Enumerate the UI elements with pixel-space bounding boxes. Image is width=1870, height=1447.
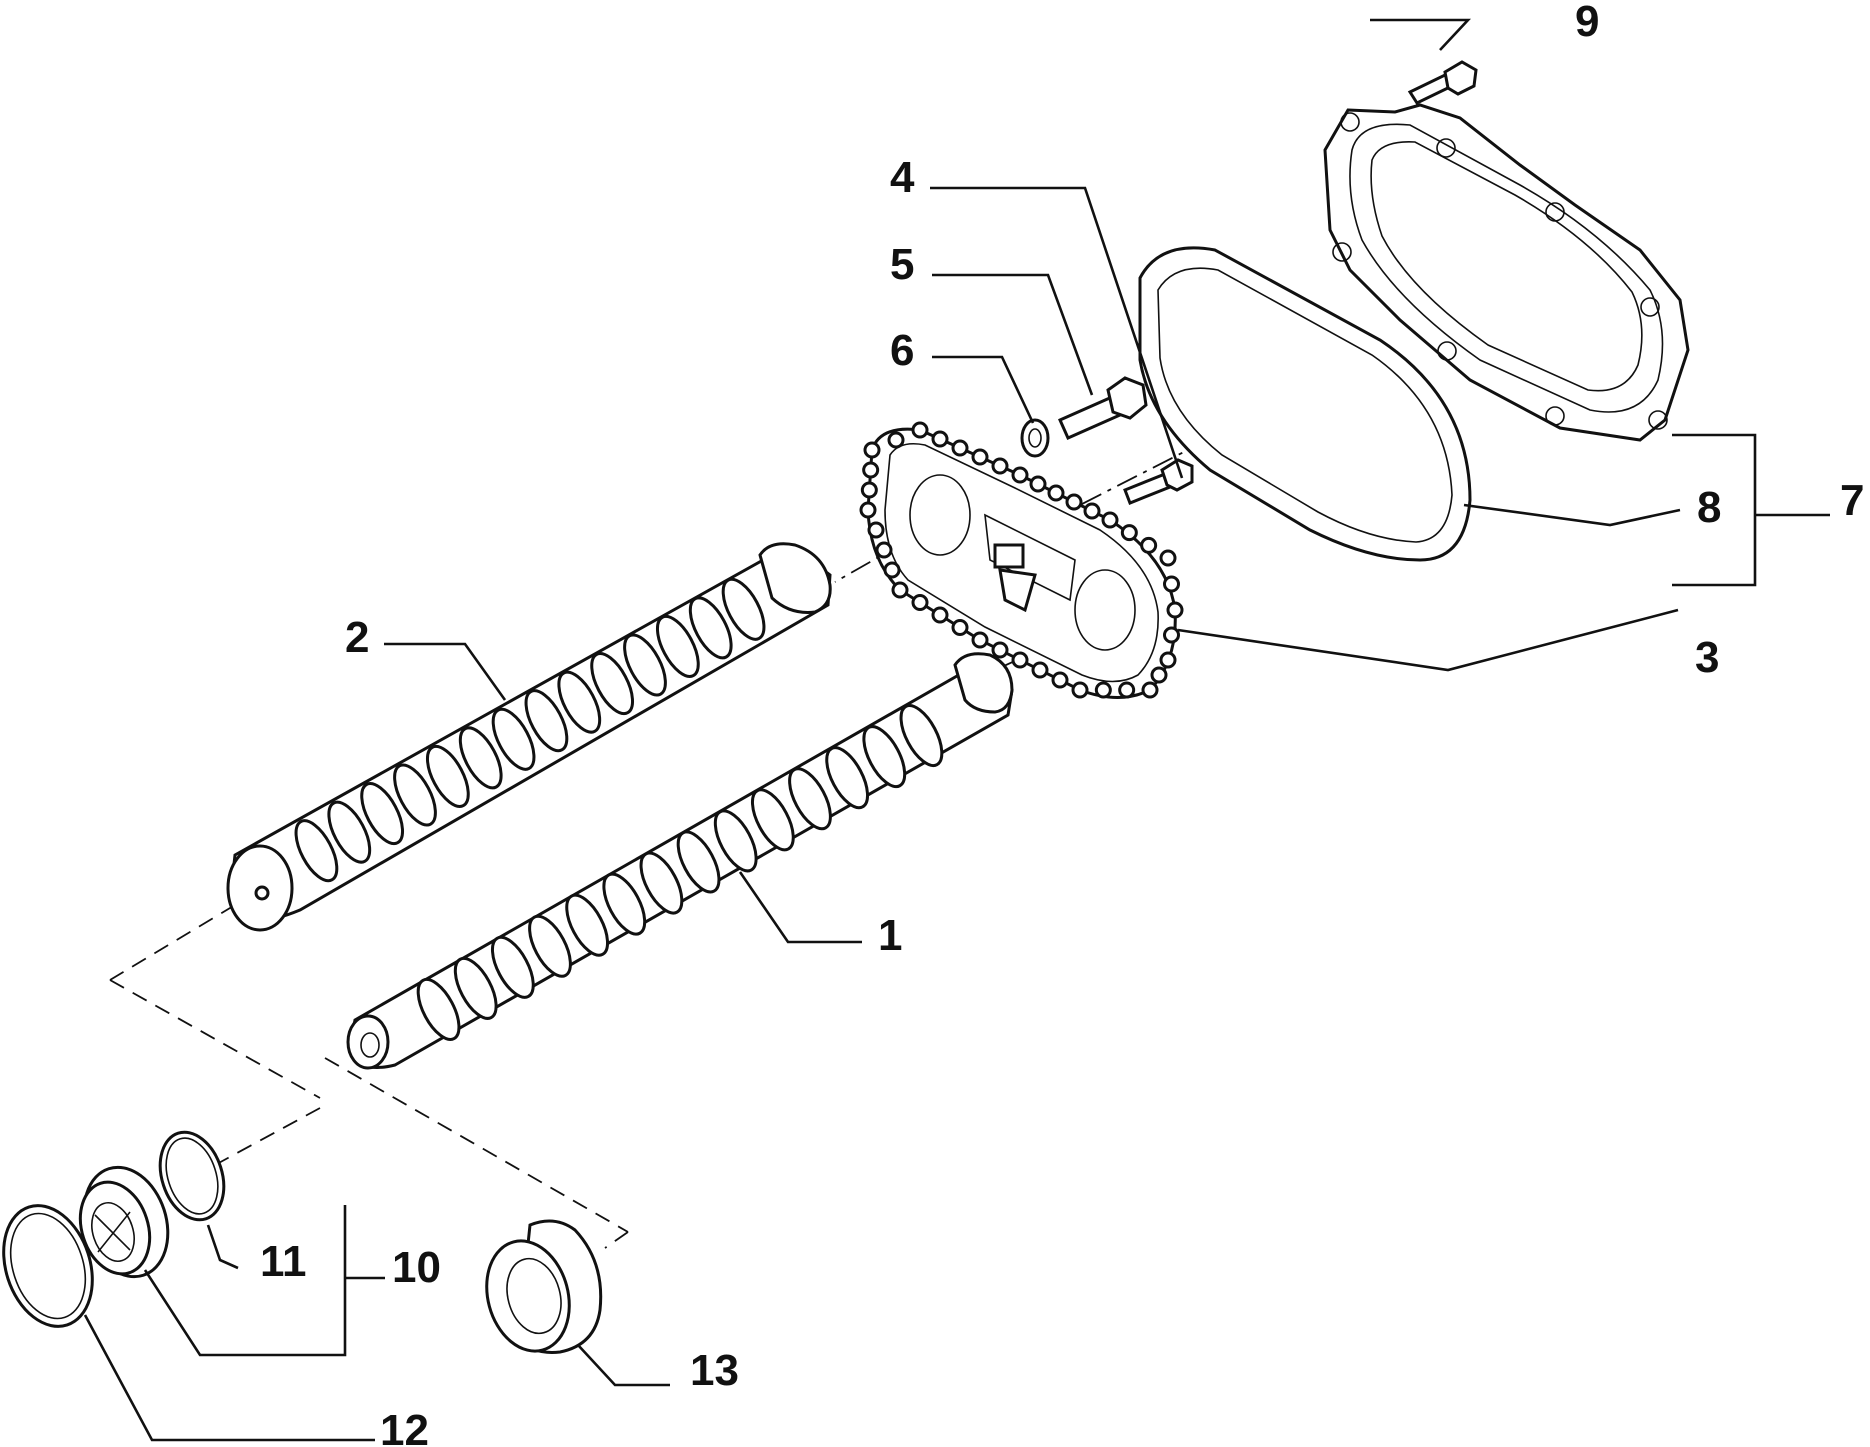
cam-lobe: [294, 819, 339, 883]
chain-roller: [860, 481, 878, 499]
chain-roller: [931, 430, 949, 448]
chain-links: [859, 421, 1184, 699]
chain-roller: [911, 594, 929, 611]
cap-plug: [78, 1165, 170, 1279]
chain-roller: [971, 448, 989, 466]
chain-roller: [1071, 681, 1089, 699]
cam-lobe: [557, 670, 602, 734]
timing-cover: [1323, 103, 1690, 442]
chain-roller: [1163, 575, 1180, 593]
callout-4: 4: [890, 153, 915, 202]
cam-lobe: [862, 725, 907, 789]
callout-10: 10: [392, 1243, 441, 1292]
chain-roller: [859, 501, 877, 519]
cam-lobe: [327, 800, 372, 864]
camshaft-lower-lobes: [416, 704, 944, 1041]
cam-lobe: [639, 851, 684, 915]
callout-7: 7: [1840, 476, 1864, 525]
cam-lobe: [602, 872, 647, 936]
chain-roller: [1011, 651, 1029, 669]
callout-5: 5: [890, 240, 914, 289]
chain-roller: [867, 521, 885, 539]
cam-lobe: [458, 726, 503, 790]
chain-roller: [1141, 681, 1159, 699]
chain-roller: [951, 439, 969, 457]
cam-lobe: [360, 782, 405, 846]
guide-screw: [1123, 458, 1194, 505]
cam-lobe: [688, 596, 733, 660]
seal-ring: [2, 1204, 94, 1328]
cam-lobe: [416, 977, 461, 1041]
leader-lines: [83, 18, 1830, 1442]
chain-roller: [931, 606, 949, 624]
chain-roller: [1011, 466, 1029, 484]
chain-roller: [951, 619, 969, 636]
cam-lobe: [528, 914, 572, 978]
chain-roller: [1101, 511, 1119, 529]
cam-lobe: [425, 744, 470, 808]
chain-roller: [971, 631, 989, 649]
chain-roller: [1031, 661, 1049, 679]
cam-lobe: [453, 956, 498, 1020]
cam-lobe: [491, 707, 536, 771]
cam-lobe: [590, 652, 635, 716]
callout-8: 8: [1697, 483, 1721, 532]
chain-roller: [1094, 681, 1112, 699]
cover-gasket: [1138, 246, 1472, 562]
chain-roller: [1150, 666, 1168, 684]
chain-roller: [1065, 493, 1083, 511]
cam-lobe: [393, 763, 437, 827]
bushing: [485, 1219, 603, 1354]
timing-chain-assembly: [866, 427, 1177, 699]
o-ring: [158, 1130, 226, 1222]
cam-lobe: [676, 830, 721, 894]
sprocket-bolt: [1058, 376, 1148, 440]
callout-11: 11: [260, 1237, 307, 1286]
chain-roller: [1166, 601, 1184, 619]
callout-2: 2: [345, 613, 369, 662]
cam-lobe: [623, 633, 667, 697]
chain-roller: [1118, 681, 1136, 699]
chain-roller: [1140, 536, 1158, 554]
callout-3: 3: [1695, 633, 1719, 682]
cam-lobe: [490, 935, 535, 999]
chain-roller: [1163, 626, 1180, 644]
cam-lobe: [713, 809, 758, 873]
camshaft-upper-lobes: [294, 577, 766, 883]
cam-lobe: [565, 893, 610, 957]
chain-roller: [883, 561, 901, 579]
cam-lobe: [721, 577, 766, 641]
cover-bolt: [1407, 60, 1478, 105]
chain-roller: [1083, 502, 1101, 520]
chain-roller: [991, 457, 1009, 475]
chain-roller: [891, 581, 909, 599]
chain-roller: [887, 431, 905, 449]
chain-roller: [1159, 549, 1177, 567]
callout-13: 13: [690, 1346, 739, 1395]
callout-1: 1: [878, 911, 902, 960]
cam-lobe: [655, 614, 700, 678]
chain-roller: [991, 641, 1009, 659]
callout-9: 9: [1575, 0, 1599, 46]
chain-roller: [1159, 651, 1177, 669]
chain-roller: [911, 421, 929, 439]
cam-lobe: [788, 767, 832, 831]
chain-roller: [1047, 484, 1065, 502]
chain-roller: [1029, 475, 1047, 493]
cam-lobe: [825, 746, 870, 810]
callout-12: 12: [380, 1406, 429, 1447]
washer: [1020, 418, 1050, 458]
chain-roller: [863, 441, 881, 459]
chain-roller: [875, 541, 893, 559]
callout-labels: 1 2 3 4 5 6 7 8 9 10 11 12 13: [260, 0, 1864, 1447]
chain-roller: [1051, 671, 1069, 689]
callout-6: 6: [890, 326, 914, 375]
chain-roller: [862, 461, 880, 479]
cam-lobe: [524, 689, 569, 753]
cam-lobe: [899, 704, 944, 768]
chain-roller: [1120, 524, 1138, 542]
cam-lobe: [750, 788, 795, 852]
